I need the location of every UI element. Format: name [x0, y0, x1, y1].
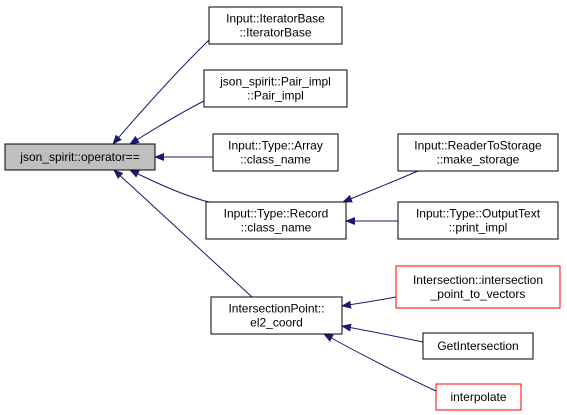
node-label-line: json_spirit::operator== — [19, 150, 139, 164]
node-label-line: IntersectionPoint:: — [228, 302, 324, 316]
node-label-line: GetIntersection — [437, 339, 518, 353]
node-label-line: ::class_name — [240, 153, 311, 167]
edge-type_record-to-root — [129, 169, 210, 203]
node-label-line: Input::Type::OutputText — [416, 207, 541, 221]
edge-interpolate-to-intersection_point — [323, 333, 437, 392]
node-label-line: interpolate — [450, 390, 506, 404]
node-box — [205, 201, 347, 240]
nodes-layer: json_spirit::operator== Input::IteratorBa… — [4, 6, 561, 411]
node-label-line: Input::ReaderToStorage — [414, 139, 542, 153]
node-box — [397, 133, 559, 172]
node-box — [4, 143, 156, 171]
node-label-line: Input::Type::Record — [224, 207, 329, 221]
node-pair-impl[interactable]: json_spirit::Pair_impl::Pair_impl — [203, 69, 348, 108]
edge-intersection_vectors-to-intersection_point — [341, 296, 397, 309]
edge-reader_to_storage-to-type_record — [342, 170, 419, 203]
node-box — [203, 69, 348, 108]
node-output-text[interactable]: Input::Type::OutputText::print_impl — [397, 201, 559, 240]
node-label-line: ::make_storage — [437, 153, 520, 167]
node-label-line: Input::IteratorBase — [226, 12, 325, 26]
node-label-line: ::Pair_impl — [247, 89, 304, 103]
node-label-line: el2_coord — [250, 316, 303, 330]
node-box — [397, 201, 559, 240]
edge-iterator_base-to-root — [112, 39, 210, 145]
node-box — [395, 265, 561, 309]
node-type-array[interactable]: Input::Type::Array::class_name — [212, 133, 339, 172]
node-label-line: Input::Type::Array — [228, 139, 323, 153]
node-box — [435, 383, 522, 411]
edges-layer — [112, 39, 437, 392]
node-reader-to-storage[interactable]: Input::ReaderToStorage::make_storage — [397, 133, 559, 172]
node-intersection-vectors[interactable]: Intersection::intersection_point_to_vect… — [395, 265, 561, 309]
node-label-line: ::print_impl — [449, 221, 508, 235]
node-interpolate[interactable]: interpolate — [435, 383, 522, 411]
node-iterator-base[interactable]: Input::IteratorBase::IteratorBase — [208, 6, 343, 45]
edge-get_intersection-to-intersection_point — [341, 323, 424, 343]
node-label-line: ::IteratorBase — [239, 26, 311, 40]
node-label-line: Intersection::intersection — [413, 273, 543, 287]
node-label-line: json_spirit::Pair_impl — [219, 75, 331, 89]
node-label-line: ::class_name — [241, 221, 312, 235]
node-root[interactable]: json_spirit::operator== — [4, 143, 156, 171]
node-type-record[interactable]: Input::Type::Record::class_name — [205, 201, 347, 240]
node-box — [422, 332, 534, 360]
node-label-line: _point_to_vectors — [430, 287, 526, 301]
node-get-intersection[interactable]: GetIntersection — [422, 332, 534, 360]
node-box — [210, 296, 343, 335]
node-box — [208, 6, 343, 45]
edge-pair_impl-to-root — [129, 100, 205, 145]
node-box — [212, 133, 339, 172]
node-intersection-point[interactable]: IntersectionPoint::el2_coord — [210, 296, 343, 335]
edge-intersection_point-to-root — [113, 169, 253, 298]
